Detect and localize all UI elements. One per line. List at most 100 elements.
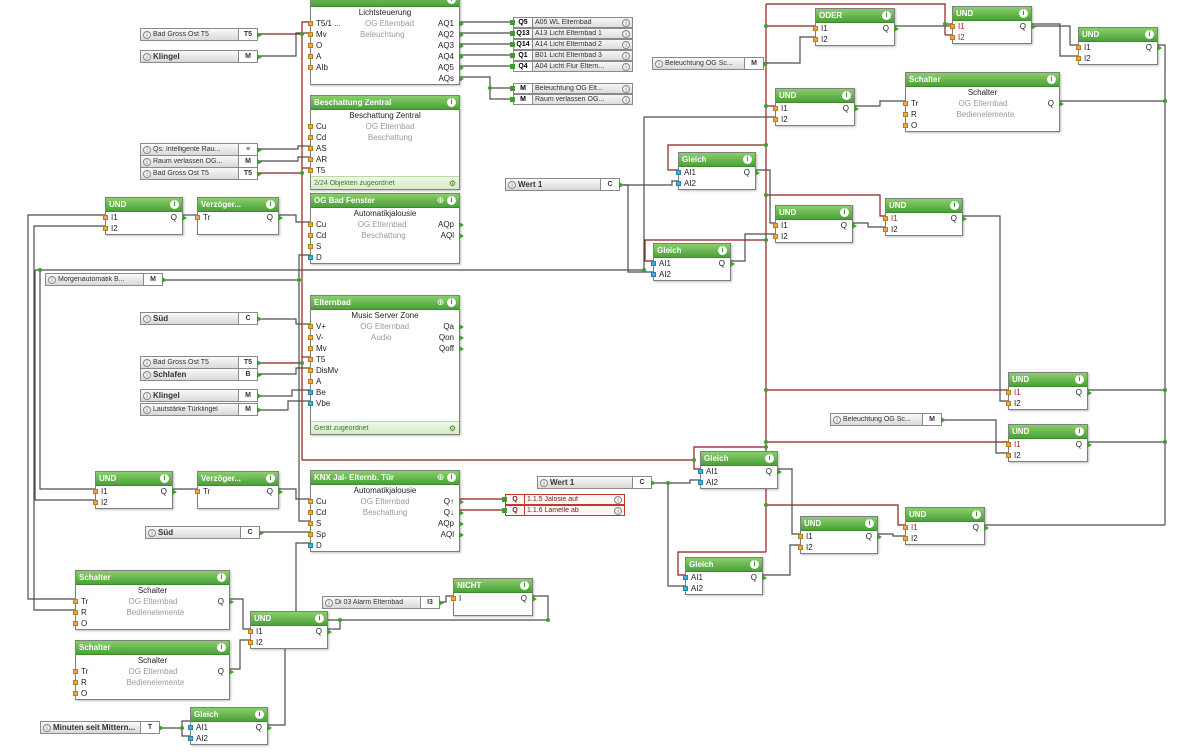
info-icon[interactable]: i (315, 614, 324, 623)
wire[interactable] (1032, 23, 1078, 57)
wire[interactable] (258, 145, 310, 150)
wire-highlighted[interactable] (667, 144, 766, 171)
input-pin-AI2[interactable] (683, 586, 688, 591)
wire[interactable] (258, 318, 310, 325)
input-pin-T5[interactable] (308, 357, 313, 362)
block-lichtsteuerung[interactable]: iLichtsteuerungT5/1 ...OG ElternbadAQ1Mv… (308, 0, 464, 85)
wire-highlighted[interactable] (644, 239, 766, 262)
info-icon[interactable]: i (622, 51, 630, 60)
output-pin-Q[interactable] (854, 106, 859, 112)
input-pin-DisMv[interactable] (308, 368, 313, 373)
output-pin-Q[interactable] (762, 575, 767, 581)
input-pin-Tr[interactable] (903, 101, 908, 106)
output-pin-AQp[interactable] (459, 521, 464, 527)
input-pin-R[interactable] (903, 112, 908, 117)
output-pin-Q[interactable] (877, 534, 882, 540)
input-pin-AI2[interactable] (188, 736, 193, 741)
input-pin-Cu[interactable] (308, 124, 313, 129)
input-pin-AI1[interactable] (683, 575, 688, 580)
info-icon[interactable]: i (143, 145, 151, 154)
wire[interactable] (756, 169, 775, 224)
info-icon[interactable]: i (1047, 75, 1056, 84)
info-icon[interactable]: i (622, 40, 630, 49)
wire[interactable] (34, 270, 95, 501)
info-icon[interactable]: i (520, 581, 529, 590)
info-icon[interactable]: i (48, 275, 56, 284)
info-icon[interactable]: i (266, 474, 275, 483)
output-pin-AQ4[interactable] (459, 54, 464, 60)
input-pin-AI1[interactable] (651, 261, 656, 266)
wire-highlighted[interactable] (766, 194, 885, 217)
info-icon[interactable]: i (508, 180, 516, 189)
info-icon[interactable]: i (972, 510, 981, 519)
wire[interactable] (764, 36, 815, 64)
wire[interactable] (878, 533, 905, 537)
output-pin-Q[interactable] (1031, 24, 1036, 30)
output-pin-Q[interactable] (984, 525, 989, 531)
output-pin-Q[interactable] (777, 469, 782, 475)
input-pin-Be[interactable] (308, 390, 313, 395)
wire[interactable] (279, 488, 310, 500)
info-icon[interactable]: i (865, 519, 874, 528)
wire[interactable] (855, 100, 905, 107)
wire[interactable] (942, 419, 1008, 454)
info-icon[interactable]: i (540, 478, 548, 487)
wire[interactable] (963, 215, 1008, 402)
wire[interactable] (620, 184, 653, 273)
input-pin-AI1[interactable] (188, 725, 193, 730)
output-pin-Q[interactable] (755, 170, 760, 176)
input-pin-AI2[interactable] (698, 480, 703, 485)
wire[interactable] (328, 620, 341, 630)
output-pin-Q[interactable] (327, 629, 332, 635)
wire[interactable] (1158, 44, 1166, 525)
info-icon[interactable]: i (833, 415, 841, 424)
info-icon[interactable]: i (170, 200, 179, 209)
wire[interactable] (258, 367, 310, 375)
wire[interactable] (731, 233, 775, 262)
info-icon[interactable]: i (447, 98, 456, 107)
wire[interactable] (668, 479, 700, 484)
input-pin-I1[interactable] (798, 534, 803, 539)
wire[interactable] (39, 270, 95, 490)
wire[interactable] (181, 728, 190, 737)
wire[interactable] (160, 720, 190, 729)
input-pin-AS[interactable] (308, 146, 313, 151)
info-icon[interactable]: i (143, 169, 151, 178)
info-icon[interactable]: i (43, 723, 51, 732)
input-pin-I2[interactable] (248, 640, 253, 645)
info-icon[interactable]: i (143, 391, 151, 400)
wire[interactable] (298, 280, 310, 522)
output-pin-Q[interactable] (1087, 390, 1092, 396)
wire[interactable] (533, 595, 549, 620)
info-icon[interactable]: i (217, 643, 226, 652)
info-icon[interactable]: i (447, 0, 456, 4)
output-pin-Q[interactable] (278, 489, 283, 495)
gear-icon[interactable]: ⚙ (448, 423, 456, 433)
